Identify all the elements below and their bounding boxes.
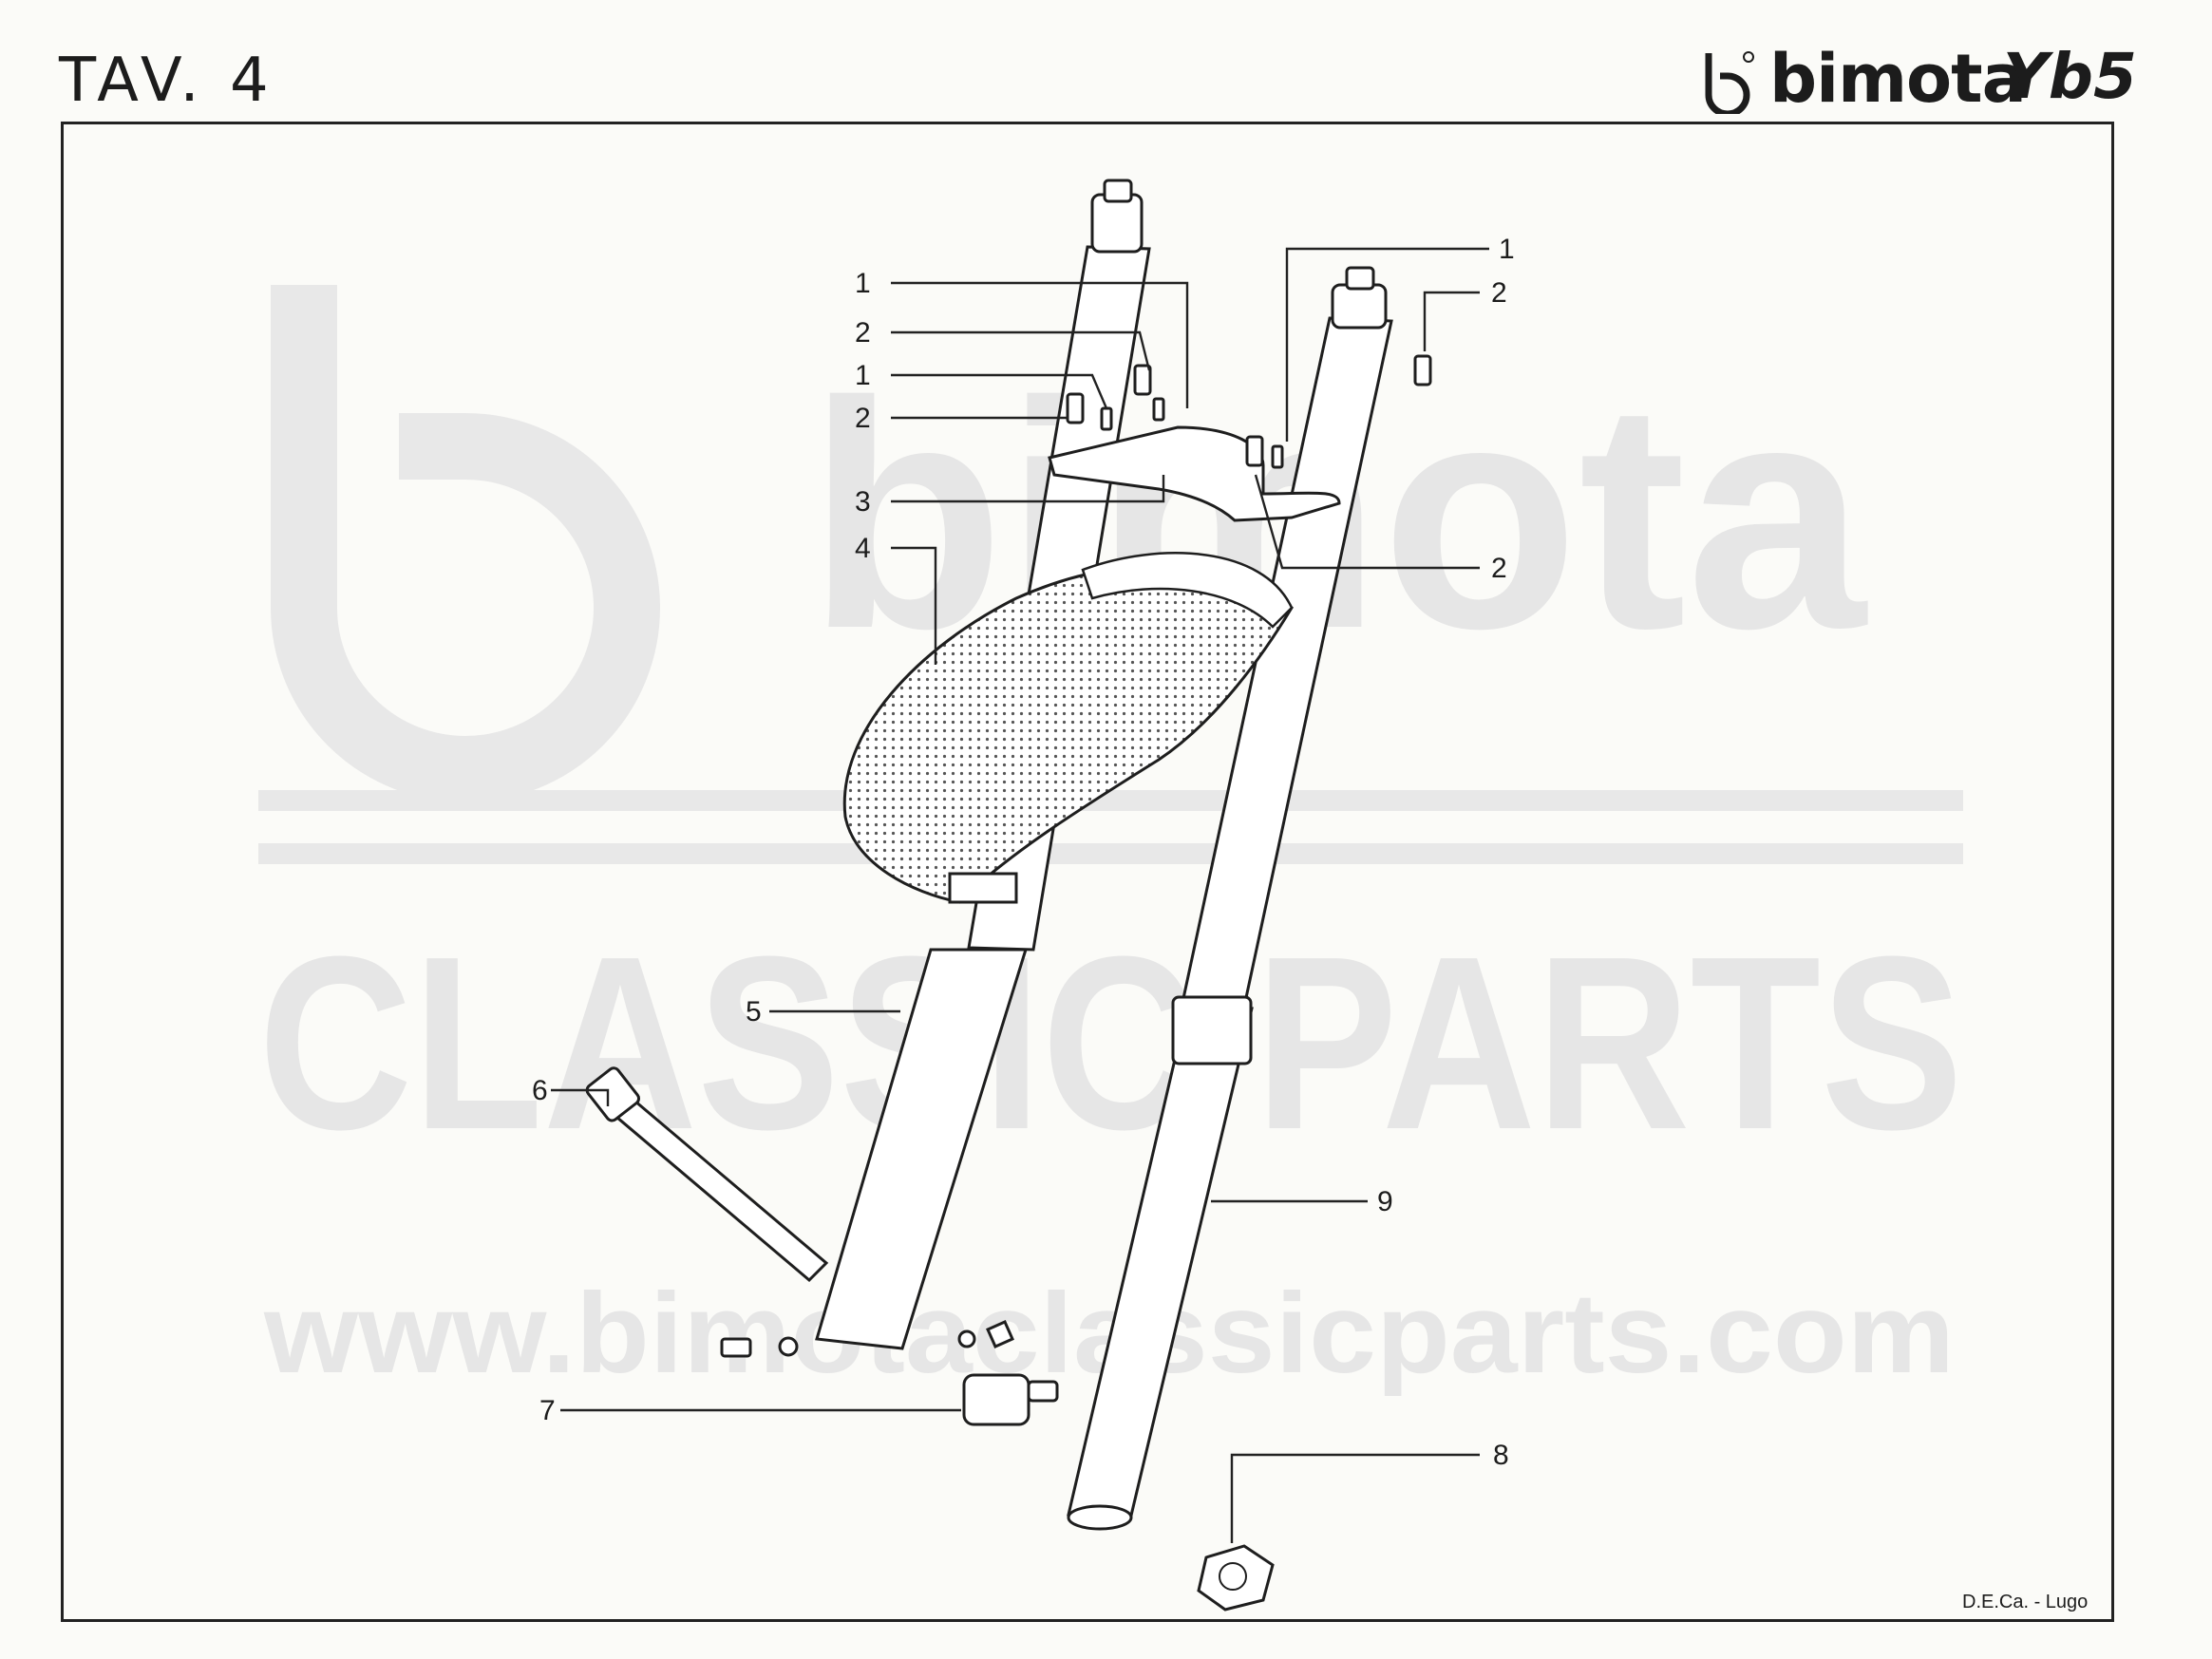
- axle-nut[interactable]: [1197, 1544, 1275, 1612]
- brand-model: Yb5: [2003, 40, 2137, 113]
- watermark-line-1: CLASSIC PARTS: [258, 906, 1963, 1181]
- callout-1: 1: [855, 268, 871, 299]
- callout-9: 9: [1377, 1186, 1393, 1217]
- callout-8: 8: [1493, 1440, 1509, 1471]
- brand-name: bimota: [1769, 40, 2027, 118]
- callout-2: 2: [1491, 553, 1507, 584]
- leader-lines: [551, 247, 1489, 1543]
- diagram-frame: [61, 122, 2114, 1622]
- credit-text: D.E.Ca. - Lugo: [1962, 1592, 2089, 1612]
- callout-4: 4: [855, 533, 871, 564]
- callout-2: 2: [855, 317, 871, 349]
- watermark-logo-icon: [271, 285, 660, 802]
- speedometer-drive[interactable]: [720, 1320, 1059, 1426]
- callout-6: 6: [532, 1075, 548, 1106]
- bimota-logo-icon: [1705, 51, 1754, 114]
- callouts: 1 2 1 2 3 4 1 2 2 5 6 7 8 9: [532, 234, 1515, 1471]
- fork-brace-plate[interactable]: [1048, 425, 1341, 522]
- bolts: [1066, 354, 1432, 469]
- callout-7: 7: [539, 1395, 556, 1426]
- watermark: bimota CLASSIC PARTS www.bimotaclassicpa…: [258, 285, 1963, 1397]
- brand-header: bimota Yb5: [1695, 40, 2137, 118]
- callout-1: 1: [1499, 234, 1515, 265]
- callout-2: 2: [855, 403, 871, 434]
- page-title: TAV. 4: [59, 46, 274, 116]
- wheel-axle[interactable]: [585, 1065, 829, 1283]
- callout-1: 1: [855, 360, 871, 391]
- callout-5: 5: [746, 996, 762, 1027]
- front-mudguard[interactable]: [842, 552, 1294, 904]
- fork-tube-right: [1067, 266, 1393, 1531]
- callout-3: 3: [855, 486, 871, 518]
- callout-2: 2: [1491, 277, 1507, 309]
